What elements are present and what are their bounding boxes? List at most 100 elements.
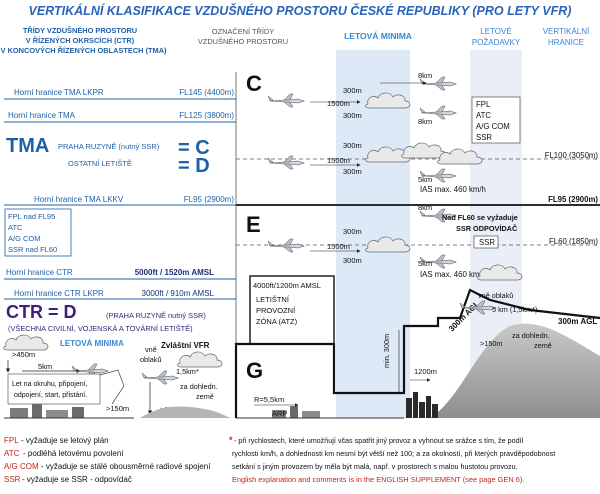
- header-col5-line2: HRANICE: [548, 38, 584, 47]
- tma-label: Horní hranice TMA: [8, 111, 76, 120]
- minima-band: [336, 50, 410, 418]
- class-g-section: 4000ft/1200m AMSL LETIŠTNÍ PROVOZNÍ ZÓNA…: [234, 264, 600, 419]
- special-dohled-line1: za dohledn.: [180, 382, 218, 391]
- e-300m-a: 300m: [343, 227, 362, 236]
- c-1500m-a: 1500m: [327, 99, 350, 108]
- fl60-note-line2: SSR ODPOVÍDAČ: [456, 224, 518, 233]
- tma-lkpr-value: FL145 (4400m): [179, 88, 234, 97]
- atz-text-line2: PROVOZNÍ: [256, 306, 296, 315]
- c-8km-text: 8km: [418, 71, 432, 80]
- atz-text-line1: LETIŠTNÍ: [256, 295, 290, 304]
- g-min300-text: min. 300m: [382, 334, 391, 368]
- g-1200-text: 1200m: [414, 367, 437, 376]
- header-col1-line2: V ŘÍZENÝCH OKRSCÍCH (CTR): [26, 36, 135, 45]
- city-icon: [406, 392, 438, 418]
- c-300m-b: 300m: [343, 111, 362, 120]
- tma-lkkv-value: FL95 (2900m): [184, 195, 235, 204]
- header-col2-line1: OZNAČENÍ TŘÍDY: [212, 27, 274, 36]
- plane-icon: [267, 155, 305, 170]
- legend-fpl-key: FPL: [4, 436, 19, 445]
- special-vne-line1: vně: [145, 345, 157, 354]
- tma-lkkv-label: Horní hranice TMA LKKV: [34, 195, 124, 204]
- ssr-box-text: SSR: [479, 238, 495, 247]
- class-c-minima: 8km 300m 1500m 300m 8km FPL ATC A/G COM …: [267, 71, 521, 194]
- fl95-req-fpl: FPL nad FL95: [8, 212, 55, 221]
- c-300m-a: 300m: [343, 86, 362, 95]
- ctr-lkpr-label: Horní hranice CTR LKPR: [14, 289, 104, 298]
- special-dohled-line2: země: [196, 392, 214, 401]
- tma-lkpr-label: Horní hranice TMA LKPR: [14, 88, 104, 97]
- class-e-minima: 8km 300m 1500m 300m 5km IAS max. 460 km/…: [267, 203, 518, 279]
- circuit-text-line1: Let na okruhu, připojení,: [12, 381, 88, 388]
- page-title: VERTIKÁLNÍ KLASIFIKACE VZDUŠNÉHO PROSTOR…: [29, 3, 572, 18]
- legend: FPL - vyžaduje se letový plán ATC - podl…: [4, 436, 211, 484]
- g-dohled-line1: za dohledn.: [512, 331, 550, 340]
- circuit-box: [7, 373, 101, 405]
- header-col2-line2: VZDUŠNÉHO PROSTORU: [198, 37, 288, 46]
- class-e-label: E: [246, 212, 261, 237]
- footnote: * - při rychlostech, které umožňují včas…: [229, 435, 555, 484]
- tma-eq-c: = C: [178, 137, 210, 159]
- special-vis-text: 1,5km*: [176, 367, 199, 376]
- ssr-box: [473, 235, 499, 249]
- circuit-text-line2: odpojení, start, přistání.: [14, 392, 87, 399]
- g-radius-text: R=5,5km: [254, 395, 284, 404]
- footnote-line2: rychlosti km/h, a dohlednosti km nesmí b…: [232, 449, 555, 458]
- limit-fl100: FL100 (3050m): [545, 151, 599, 160]
- footnote-line3: setkání s jiným provozem by měla být mal…: [232, 462, 518, 471]
- header-col4: LETOVÉ POŽADAVKY: [472, 27, 521, 47]
- class-g-label: G: [246, 358, 263, 383]
- legend-ssr-text: - vyžaduje se SSR - odpovídač: [22, 475, 132, 484]
- g-5km-text: 5 km (1,5km*): [492, 305, 537, 314]
- c-ias-text: IAS max. 460 km/h: [420, 185, 486, 194]
- g-300agl-b: 300m AGL: [558, 317, 597, 326]
- footnote-english: English explanation and comments is in t…: [232, 475, 524, 484]
- plane-icon: [267, 93, 305, 108]
- header-col4-line1: LETOVÉ: [480, 27, 511, 36]
- tma-big-label: TMA: [6, 135, 49, 157]
- e-5km-text: 5km: [418, 259, 432, 268]
- g-150-text: >150m: [480, 339, 503, 348]
- class-c-requirements-box: [471, 96, 521, 144]
- req-c-ssr: SSR: [476, 133, 492, 142]
- ctr-label: Horní hranice CTR: [6, 268, 73, 277]
- ctr-value: 5000ft / 1520m AMSL: [135, 268, 214, 277]
- limit-fl95: FL95 (2900m): [548, 195, 598, 204]
- req-c-atc: ATC: [476, 111, 491, 120]
- header-col4-line2: POŽADAVKY: [472, 38, 521, 47]
- plane-icon: [141, 370, 179, 385]
- fl95-req-agcom: A/G COM: [8, 234, 41, 243]
- legend-ssr-key: SSR: [4, 475, 21, 484]
- fl95-req-ssr: SSR nad FL60: [8, 245, 57, 254]
- legend-ag-key: A/G COM: [4, 462, 39, 471]
- terrain: [404, 323, 600, 418]
- footnote-line1: - při rychlostech, které umožňují včas s…: [234, 436, 524, 445]
- e-8km-text: 8km: [418, 203, 432, 212]
- tma-ostatni-text: OSTATNÍ LETIŠTĚ: [68, 159, 132, 168]
- fl95-requirements-box: [4, 208, 72, 257]
- e-300m-b: 300m: [343, 256, 362, 265]
- e-ias-text: IAS max. 460 km/h: [420, 270, 486, 279]
- ctr-450-text: >450m: [12, 350, 35, 359]
- header-col5: VERTIKÁLNÍ HRANICE: [543, 27, 590, 47]
- c-300m-c: 300m: [343, 141, 362, 150]
- fl95-req-atc: ATC: [8, 223, 23, 232]
- header-col5-line1: VERTIKÁLNÍ: [543, 27, 590, 36]
- c-300m-d: 300m: [343, 167, 362, 176]
- legend-atc-key: ATC: [4, 449, 20, 458]
- tma-value: FL125 (3800m): [179, 111, 234, 120]
- fl60-note-line1: Nad FL60 se vyžaduje: [442, 213, 518, 222]
- tma-eq-d: = D: [178, 155, 210, 177]
- ctr-all-text: (VŠECHNA CIVILNÍ, VOJENSKÁ A TOVÁRNÍ LET…: [8, 324, 193, 333]
- g-dohled-line2: země: [534, 341, 552, 350]
- limit-fl60: FL60 (1850m): [549, 237, 598, 246]
- cloud-icon: [177, 351, 223, 368]
- vertical-limits: FL100 (3050m) FL95 (2900m) FL60 (1850m): [545, 151, 599, 246]
- c-5km-text: 5km: [418, 175, 432, 184]
- atz-text-line3: ZÓNA (ATZ): [256, 317, 298, 326]
- g-vne-text: vně oblaků: [478, 291, 513, 300]
- special-vfr-title: Zvláštní VFR: [161, 341, 210, 350]
- ctr-5km-text: 5km: [38, 362, 52, 371]
